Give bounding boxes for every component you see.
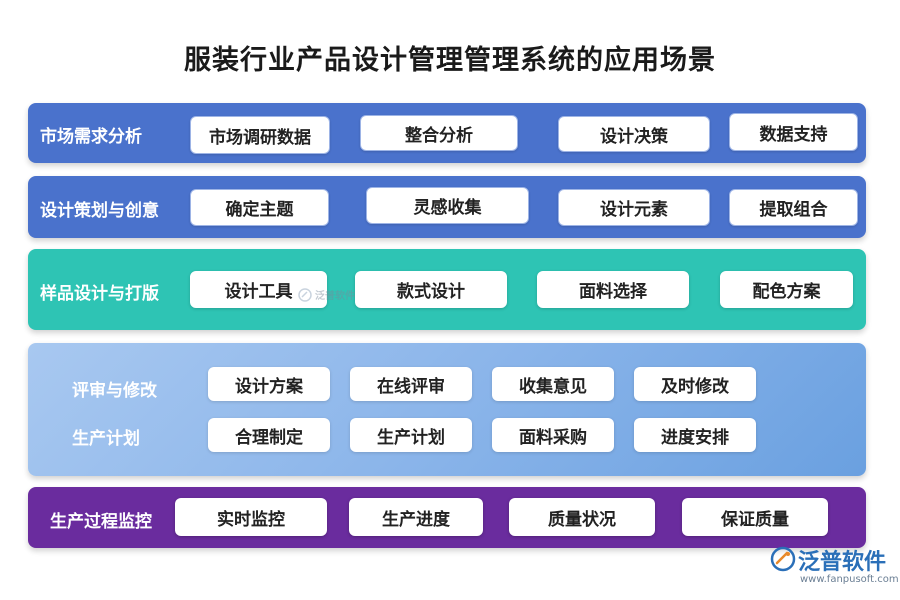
page-title: 服装行业产品设计管理管理系统的应用场景 xyxy=(184,45,716,76)
band-label-review: 评审与修改 xyxy=(72,381,157,401)
chip-design-proposal: 设计方案 xyxy=(208,367,330,401)
chip-online-review: 在线评审 xyxy=(350,367,472,401)
fanpu-watermark-icon xyxy=(298,287,312,302)
chip-fabric-selection: 面料选择 xyxy=(537,271,689,308)
chip-color-scheme: 配色方案 xyxy=(720,271,853,308)
chip-timely-revision: 及时修改 xyxy=(634,367,756,401)
band-production-monitoring: 生产过程监控 实时监控 生产进度 质量状况 保证质量 xyxy=(28,487,866,548)
chip-design-elements: 设计元素 xyxy=(558,189,710,226)
chip-collect-feedback: 收集意见 xyxy=(492,367,614,401)
logo-name: 泛普软件 xyxy=(798,550,887,575)
chip-fabric-purchase: 面料采购 xyxy=(492,418,614,452)
band-market-analysis: 市场需求分析 市场调研数据 整合分析 设计决策 数据支持 xyxy=(28,103,866,163)
chip-inspiration-collection: 灵感收集 xyxy=(366,187,529,224)
chip-quality-status: 质量状况 xyxy=(509,498,655,536)
band-design-planning: 设计策划与创意 确定主题 灵感收集 设计元素 提取组合 xyxy=(28,176,866,238)
chip-reasonable-planning: 合理制定 xyxy=(208,418,330,452)
band-label-production-plan: 生产计划 xyxy=(72,429,140,449)
chip-confirm-theme: 确定主题 xyxy=(190,189,329,226)
logo-url: www.fanpusoft.com xyxy=(800,574,899,585)
chip-design-decision: 设计决策 xyxy=(558,116,710,152)
band-label: 设计策划与创意 xyxy=(40,201,159,221)
band-label: 市场需求分析 xyxy=(40,127,142,147)
chip-schedule-arrangement: 进度安排 xyxy=(634,418,756,452)
fanpu-logo-icon xyxy=(770,546,796,572)
chip-design-tools: 设计工具 xyxy=(190,271,327,308)
band-label: 生产过程监控 xyxy=(50,512,152,532)
chip-quality-assurance: 保证质量 xyxy=(682,498,828,536)
chip-style-design: 款式设计 xyxy=(355,271,507,308)
watermark: 泛普软件 xyxy=(298,287,355,302)
band-review-production-plan: 评审与修改 生产计划 设计方案 在线评审 收集意见 及时修改 合理制定 生产计划… xyxy=(28,343,866,476)
chip-data-support: 数据支持 xyxy=(729,113,858,151)
chip-production-plan: 生产计划 xyxy=(350,418,472,452)
chip-extract-combine: 提取组合 xyxy=(729,189,858,226)
chip-integrated-analysis: 整合分析 xyxy=(360,115,518,151)
band-sample-design: 样品设计与打版 设计工具 款式设计 面料选择 配色方案 xyxy=(28,249,866,330)
watermark-text: 泛普软件 xyxy=(315,291,355,302)
fanpu-logo: 泛普软件 www.fanpusoft.com xyxy=(770,544,899,592)
chip-market-research-data: 市场调研数据 xyxy=(190,116,330,154)
chip-production-progress: 生产进度 xyxy=(349,498,483,536)
chip-realtime-monitoring: 实时监控 xyxy=(175,498,327,536)
band-label: 样品设计与打版 xyxy=(40,284,159,304)
